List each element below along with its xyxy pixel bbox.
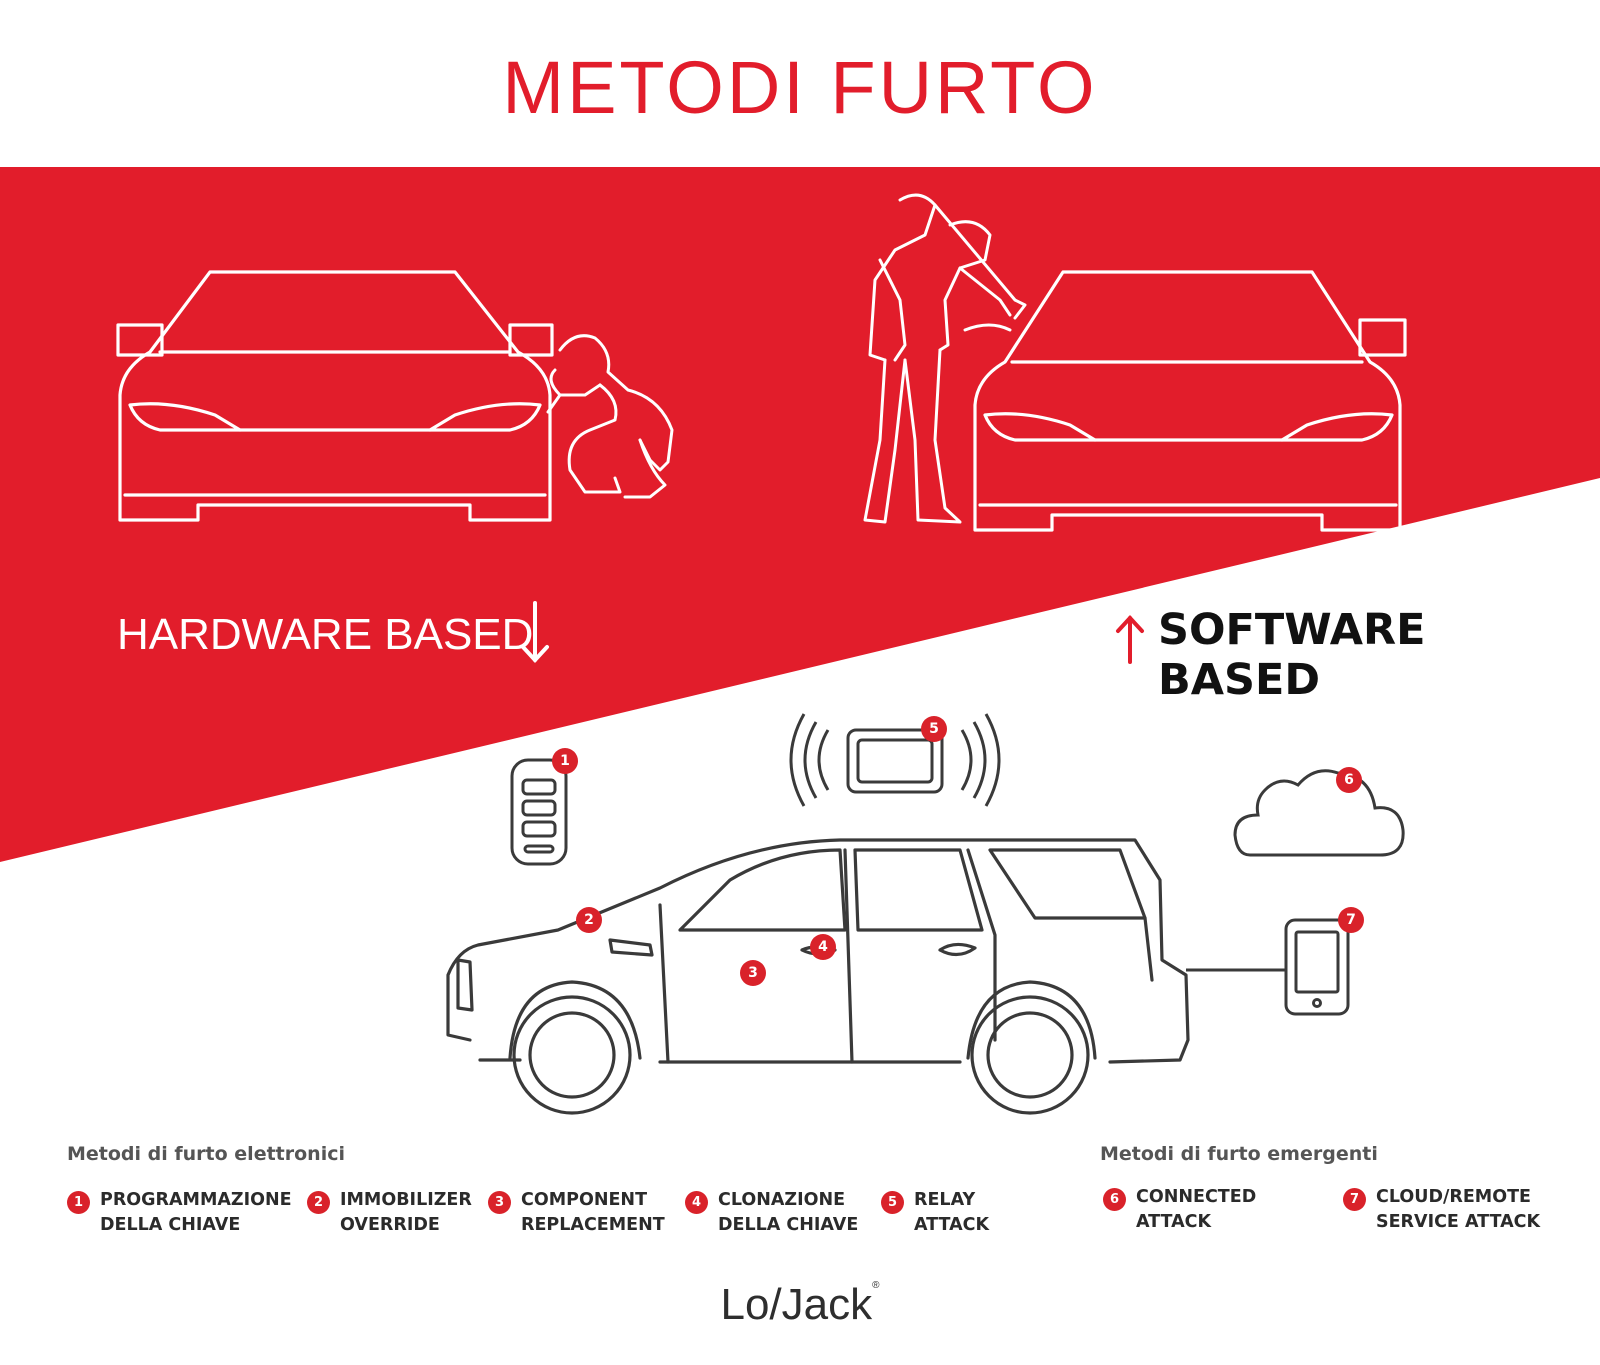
legend-label-line: COMPONENT (521, 1190, 648, 1210)
legend-number: 2 (307, 1191, 330, 1214)
lojack-logo: Lo/Jack® (0, 1280, 1600, 1330)
legend-item-1: 1 PROGRAMMAZIONE DELLA CHIAVE (67, 1188, 292, 1238)
legend-number: 4 (685, 1191, 708, 1214)
marker-badge-4: 4 (810, 934, 836, 960)
legend-number: 5 (881, 1191, 904, 1214)
key-fob-icon (510, 758, 568, 866)
logo-text-right: Jack (781, 1280, 873, 1329)
thief-with-tool-icon (863, 193, 1027, 524)
legend-item-4: 4 CLONAZIONE DELLA CHIAVE (685, 1188, 858, 1238)
legend-number: 7 (1343, 1188, 1366, 1211)
arrow-up-icon (1116, 615, 1144, 664)
logo-slash: / (769, 1280, 782, 1329)
legend-label-line: IMMOBILIZER (340, 1190, 472, 1210)
legend-item-6: 6 CONNECTED ATTACK (1103, 1185, 1256, 1235)
legend-label-line: CLONAZIONE (718, 1190, 846, 1210)
marker-badge-2: 2 (576, 907, 602, 933)
legend-label-line: RELAY (914, 1190, 976, 1210)
legend-label-line: OVERRIDE (340, 1215, 440, 1235)
legend-label: COMPONENT REPLACEMENT (521, 1188, 665, 1238)
page-title: METODI FURTO (502, 46, 1098, 129)
logo-registered-mark: ® (872, 1280, 880, 1291)
legend-label: RELAY ATTACK (914, 1188, 989, 1238)
logo-text-left: Lo (720, 1280, 770, 1329)
software-based-label: SOFTWARE BASED (1108, 605, 1600, 705)
legend-label: CONNECTED ATTACK (1136, 1185, 1256, 1235)
electronic-methods-title: Metodi di furto elettronici (67, 1143, 345, 1165)
legend-label: CLONAZIONE DELLA CHIAVE (718, 1188, 858, 1238)
legend-item-2: 2 IMMOBILIZER OVERRIDE (307, 1188, 472, 1238)
thief-crouching-icon (546, 334, 674, 499)
legend-label-line: DELLA CHIAVE (718, 1215, 859, 1235)
legend-item-5: 5 RELAY ATTACK (881, 1188, 989, 1238)
legend-number: 1 (67, 1191, 90, 1214)
emerging-methods-title: Metodi di furto emergenti (1100, 1143, 1378, 1165)
legend-label: IMMOBILIZER OVERRIDE (340, 1188, 472, 1238)
legend-number: 3 (488, 1191, 511, 1214)
legend-label-line: CONNECTED (1136, 1187, 1257, 1207)
software-based-text: SOFTWARE BASED (1158, 605, 1426, 705)
legend-label-line: CLOUD/REMOTE (1376, 1187, 1531, 1207)
relay-device-icon (789, 713, 1001, 807)
car-front-icon (973, 270, 1407, 532)
suv-side-icon (446, 838, 1190, 1115)
hardware-based-text: HARDWARE BASED (117, 610, 534, 659)
legend-label: CLOUD/REMOTE SERVICE ATTACK (1376, 1185, 1540, 1235)
legend-label-line: REPLACEMENT (521, 1215, 665, 1235)
marker-badge-1: 1 (552, 748, 578, 774)
marker-badge-6: 6 (1336, 767, 1362, 793)
legend-label-line: DELLA CHIAVE (100, 1215, 241, 1235)
legend-label-line: ATTACK (1136, 1212, 1212, 1232)
smartphone-icon (1284, 918, 1350, 1016)
marker-badge-7: 7 (1338, 907, 1364, 933)
legend-item-3: 3 COMPONENT REPLACEMENT (488, 1188, 665, 1238)
car-front-icon (116, 270, 554, 522)
arrow-down-icon (521, 601, 549, 663)
legend-item-7: 7 CLOUD/REMOTE SERVICE ATTACK (1343, 1185, 1540, 1235)
hardware-based-label: HARDWARE BASED (117, 610, 533, 660)
red-band (0, 167, 1600, 862)
legend-label-line: ATTACK (914, 1215, 990, 1235)
cloud-icon (1233, 769, 1405, 857)
legend-label-line: PROGRAMMAZIONE (100, 1190, 292, 1210)
legend-number: 6 (1103, 1188, 1126, 1211)
legend-label: PROGRAMMAZIONE DELLA CHIAVE (100, 1188, 292, 1238)
legend-label-line: SERVICE ATTACK (1376, 1212, 1541, 1232)
marker-badge-3: 3 (740, 960, 766, 986)
marker-badge-5: 5 (921, 716, 947, 742)
